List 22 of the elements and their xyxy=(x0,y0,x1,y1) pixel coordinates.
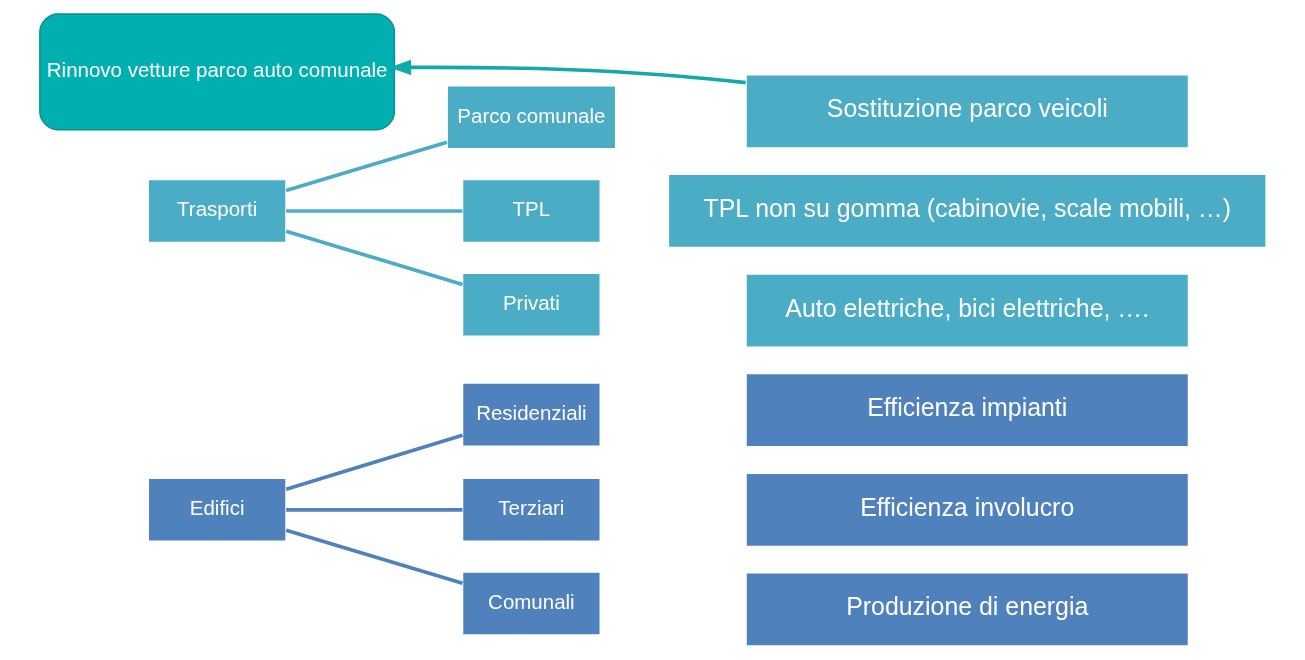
node-box: Edifici xyxy=(147,477,287,543)
node-box: Produzione di energia xyxy=(744,572,1189,647)
node-box: Rinnovo vetture parco auto comunale xyxy=(38,13,395,131)
node-box: Privati xyxy=(461,272,601,337)
connector xyxy=(285,209,462,213)
connector xyxy=(285,433,463,491)
node-box: Trasporti xyxy=(147,178,287,244)
connector xyxy=(285,229,463,287)
node-box: Parco comunale xyxy=(445,84,616,150)
node-box: Comunali xyxy=(461,571,601,636)
connector xyxy=(285,528,463,586)
node-box: Efficienza involucro xyxy=(744,472,1189,548)
arrow xyxy=(388,59,746,85)
node-box: Terziari xyxy=(461,477,601,543)
connector xyxy=(285,140,447,193)
connector xyxy=(285,508,462,512)
node-box: Efficienza impianti xyxy=(744,372,1189,448)
node-box: Residenziali xyxy=(461,382,601,447)
node-box: TPL xyxy=(461,178,601,244)
node-box: Sostituzione parco veicoli xyxy=(744,73,1189,149)
node-box: Auto elettriche, bici elettriche, …. xyxy=(744,273,1189,348)
node-box: TPL non su gomma (cabinovie, scale mobili, …) xyxy=(667,173,1267,249)
